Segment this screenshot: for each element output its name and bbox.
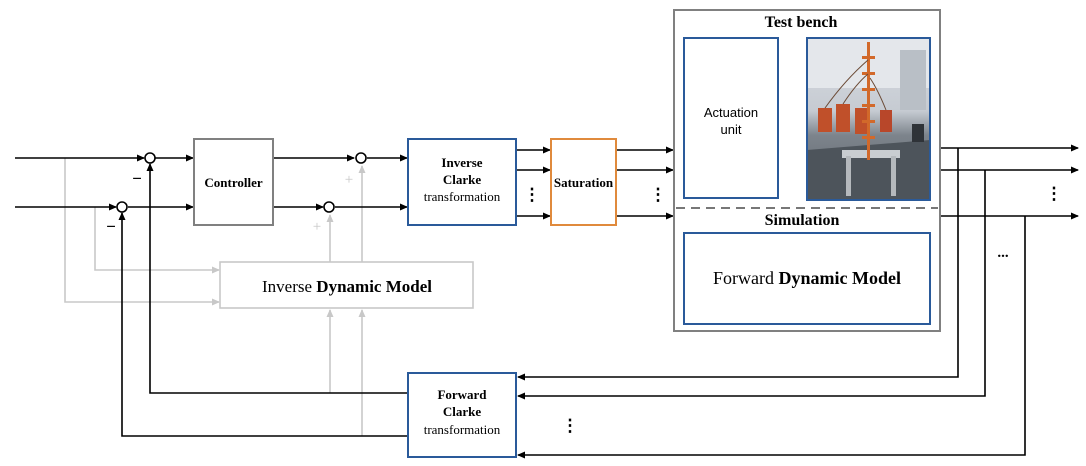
minus-sign-2: −	[106, 217, 116, 236]
simulation-title: Simulation	[765, 212, 840, 229]
forward-paths	[15, 81, 1079, 459]
minus-sign-1: −	[132, 169, 142, 188]
ellipsis-inverse-clarke-out: ⋮	[524, 185, 541, 204]
sum-junction-3	[355, 152, 367, 164]
forward-clarke-line3: transformation	[424, 422, 501, 437]
ellipsis-horizontal: ...	[997, 245, 1009, 261]
saturation-label: Saturation	[554, 175, 614, 190]
ellipsis-saturation-out: ⋮	[650, 185, 667, 204]
test-bench-title: Test bench	[765, 14, 838, 31]
saturation-block: Saturation	[550, 138, 617, 226]
inverse-dynamic-model-block: Inverse Dynamic Model	[219, 261, 474, 309]
forward-dynamic-model-block: Forward Dynamic Model	[683, 232, 931, 325]
inverse-clarke-line2: Clarke	[443, 172, 482, 187]
sum-junction-1	[144, 152, 156, 164]
forward-dynamic-model-plain: Forward	[713, 268, 779, 288]
forward-clarke-block: Forward Clarke transformation	[407, 372, 517, 458]
controller-label: Controller	[204, 175, 262, 190]
plus-sign-1: +	[345, 172, 353, 188]
forward-clarke-line2: Clarke	[443, 404, 482, 419]
ellipsis-outputs: ⋮	[1046, 184, 1063, 203]
summing-junctions	[116, 152, 367, 213]
feedforward-paths	[64, 158, 366, 436]
inverse-clarke-line1: Inverse	[441, 155, 482, 170]
svg-text:Forward Dynamic Model: Forward Dynamic Model	[713, 268, 901, 288]
ellipsis-feedback: ⋮	[562, 416, 579, 435]
inverse-clarke-line3: transformation	[424, 189, 501, 204]
sum-junction-4	[323, 201, 335, 213]
forward-dynamic-model-bold: Dynamic Model	[779, 268, 901, 288]
plus-sign-2: +	[313, 219, 321, 235]
actuation-unit-line1: Actuation	[704, 105, 758, 120]
test-bench-photo	[806, 37, 931, 201]
controller-block: Controller	[193, 138, 274, 226]
actuation-unit-line2: unit	[721, 122, 742, 137]
actuation-unit-block: Actuation unit	[683, 37, 779, 199]
inverse-clarke-block: Inverse Clarke transformation	[407, 138, 517, 226]
forward-clarke-line1: Forward	[437, 387, 487, 402]
sum-junction-2	[116, 201, 128, 213]
inverse-dynamic-model-bold: Dynamic Model	[316, 277, 432, 296]
svg-text:Inverse Dynamic Model: Inverse Dynamic Model	[262, 277, 432, 296]
inverse-dynamic-model-plain: Inverse	[262, 277, 316, 296]
